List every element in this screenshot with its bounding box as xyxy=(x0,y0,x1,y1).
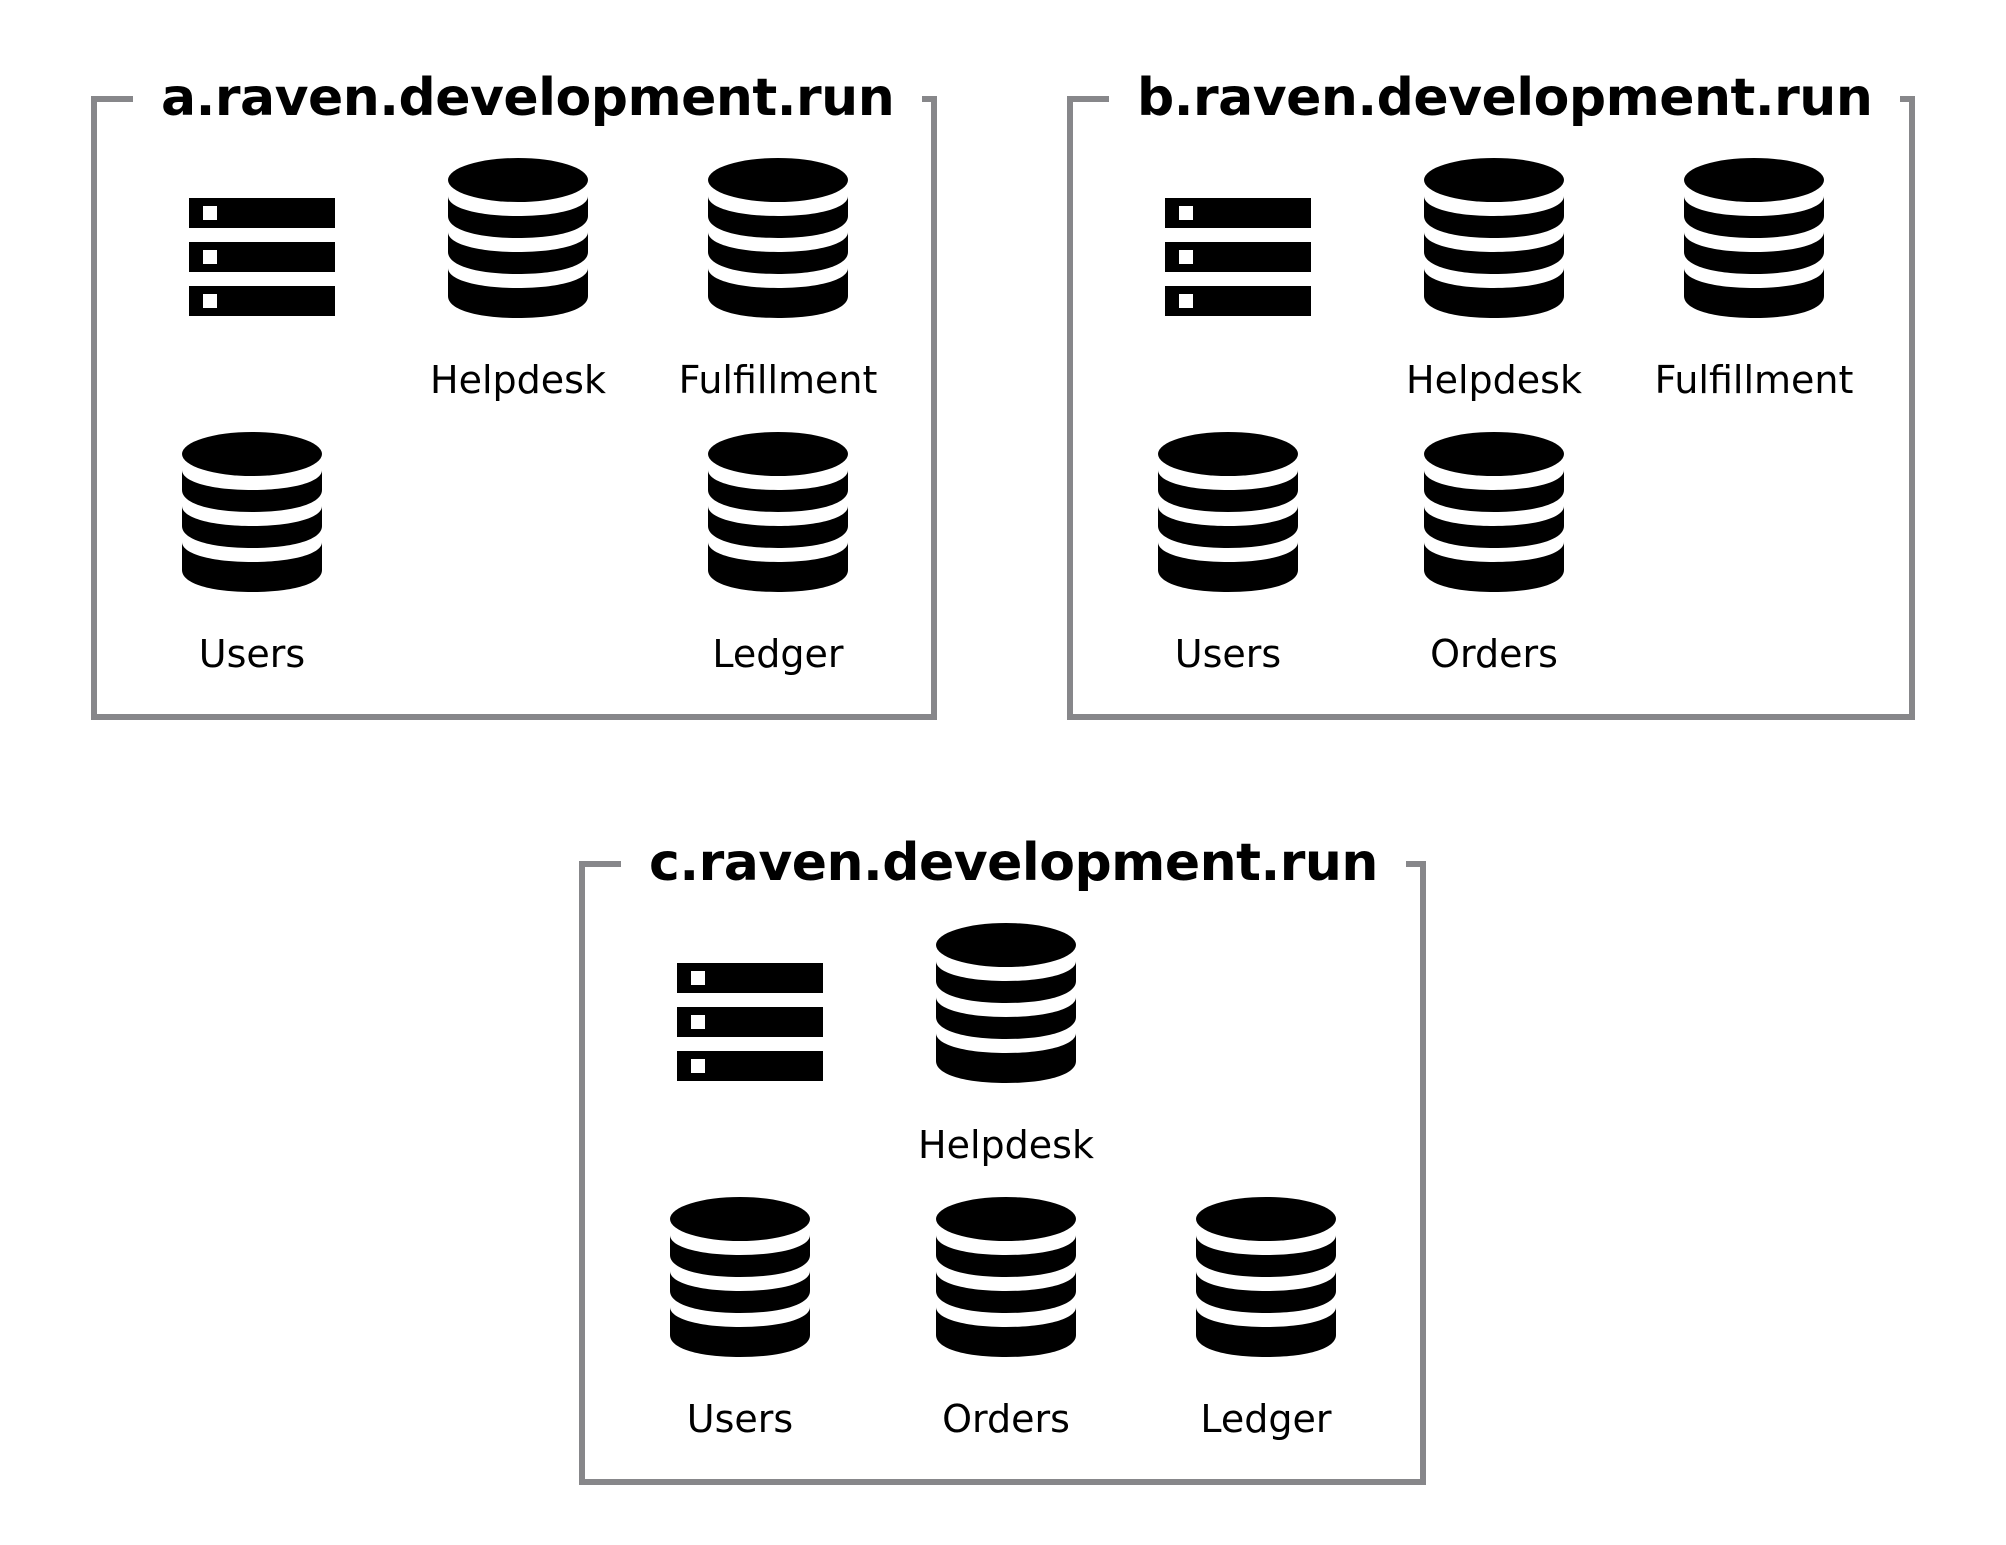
node-a-db-helpdesk[interactable]: Helpdesk xyxy=(408,158,628,400)
node-b-db-helpdesk[interactable]: Helpdesk xyxy=(1384,158,1604,400)
node-a-db-users[interactable]: Users xyxy=(142,432,362,674)
node-b-box: b.raven.development.run Helpdesk Fulfill… xyxy=(1067,72,1915,720)
db-label: Users xyxy=(198,632,306,676)
db-label: Fulfillment xyxy=(1654,358,1854,402)
node-a-box: a.raven.development.run Helpdesk Fulfill… xyxy=(91,72,937,720)
database-icon xyxy=(182,432,322,592)
db-label: Orders xyxy=(942,1397,1070,1441)
node-a-hostname: a.raven.development.run xyxy=(133,72,923,124)
node-a-db-fulfillment[interactable]: Fulfillment xyxy=(668,158,888,400)
database-icon xyxy=(936,923,1076,1083)
node-c-server[interactable] xyxy=(640,943,860,1193)
database-icon xyxy=(1424,432,1564,592)
node-a-server[interactable] xyxy=(152,178,372,428)
node-b-db-users[interactable]: Users xyxy=(1118,432,1338,674)
node-b-server[interactable] xyxy=(1128,178,1348,428)
db-label: Helpdesk xyxy=(1406,358,1582,402)
database-icon xyxy=(1684,158,1824,318)
server-icon xyxy=(1165,198,1311,316)
database-icon xyxy=(936,1197,1076,1357)
database-icon xyxy=(1196,1197,1336,1357)
database-icon xyxy=(448,158,588,318)
db-label: Users xyxy=(686,1397,794,1441)
node-a-db-ledger[interactable]: Ledger xyxy=(668,432,888,674)
server-icon xyxy=(189,198,335,316)
database-icon xyxy=(670,1197,810,1357)
node-c-db-orders[interactable]: Orders xyxy=(896,1197,1116,1439)
db-label: Helpdesk xyxy=(918,1123,1094,1167)
node-c-db-ledger[interactable]: Ledger xyxy=(1156,1197,1376,1439)
node-b-db-orders[interactable]: Orders xyxy=(1384,432,1604,674)
node-c-hostname: c.raven.development.run xyxy=(621,837,1406,889)
node-b-db-fulfillment[interactable]: Fulfillment xyxy=(1644,158,1864,400)
database-icon xyxy=(1158,432,1298,592)
node-c-db-users[interactable]: Users xyxy=(630,1197,850,1439)
db-label: Ledger xyxy=(1200,1397,1332,1441)
database-icon xyxy=(1424,158,1564,318)
db-label: Fulfillment xyxy=(678,358,878,402)
db-label: Ledger xyxy=(712,632,844,676)
node-c-box: c.raven.development.run Helpdesk Users O… xyxy=(579,837,1426,1485)
node-b-hostname: b.raven.development.run xyxy=(1109,72,1901,124)
database-icon xyxy=(708,158,848,318)
server-icon xyxy=(677,963,823,1081)
database-icon xyxy=(708,432,848,592)
db-label: Orders xyxy=(1430,632,1558,676)
db-label: Users xyxy=(1174,632,1282,676)
db-label: Helpdesk xyxy=(430,358,606,402)
node-c-db-helpdesk[interactable]: Helpdesk xyxy=(896,923,1116,1165)
